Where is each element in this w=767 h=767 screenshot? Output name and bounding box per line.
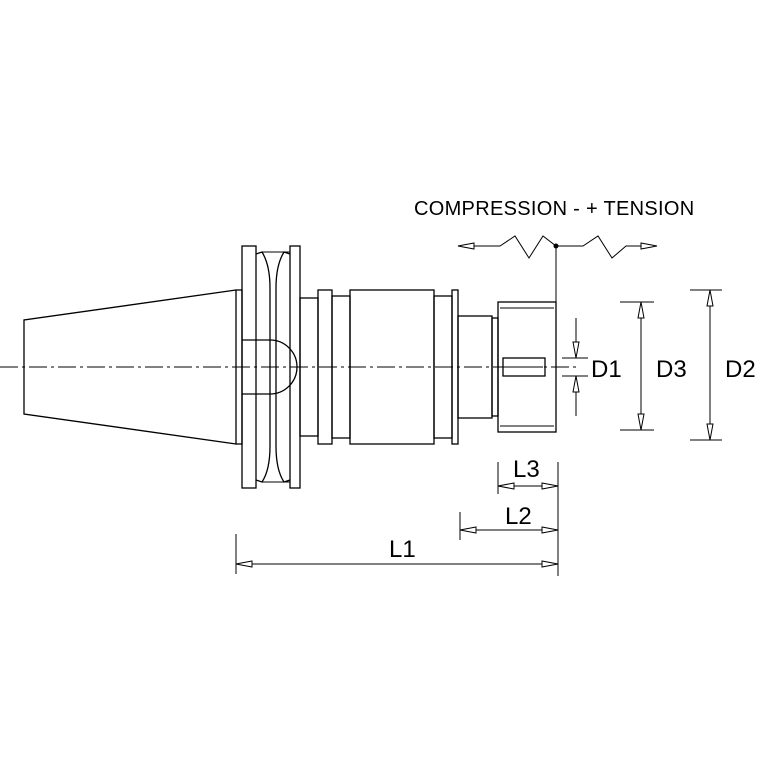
dimension-d3: D3	[620, 301, 687, 431]
body	[317, 289, 459, 445]
l3-label: L3	[513, 456, 540, 483]
dimension-l2: L2	[459, 496, 559, 576]
wrench-slot	[502, 357, 546, 377]
dimension-d1: D1	[562, 318, 622, 416]
dimension-d2: D2	[690, 289, 756, 441]
d2-label: D2	[725, 356, 756, 383]
dimension-l3: L3	[497, 456, 559, 496]
flange	[235, 245, 301, 489]
arrow-left-icon	[457, 242, 475, 250]
force-indicator-label: COMPRESSION - + TENSION	[414, 198, 694, 220]
d3-label: D3	[656, 356, 687, 383]
taper-shank	[23, 289, 237, 445]
l1-label: L1	[389, 536, 416, 563]
d1-label: D1	[591, 356, 622, 383]
l2-label: L2	[505, 503, 532, 530]
dimension-l1: L1	[235, 534, 559, 574]
key-slot	[242, 339, 298, 395]
force-indicator: COMPRESSION - + TENSION	[414, 198, 694, 302]
arrow-right-icon	[640, 242, 658, 250]
collet-nut	[497, 301, 557, 433]
